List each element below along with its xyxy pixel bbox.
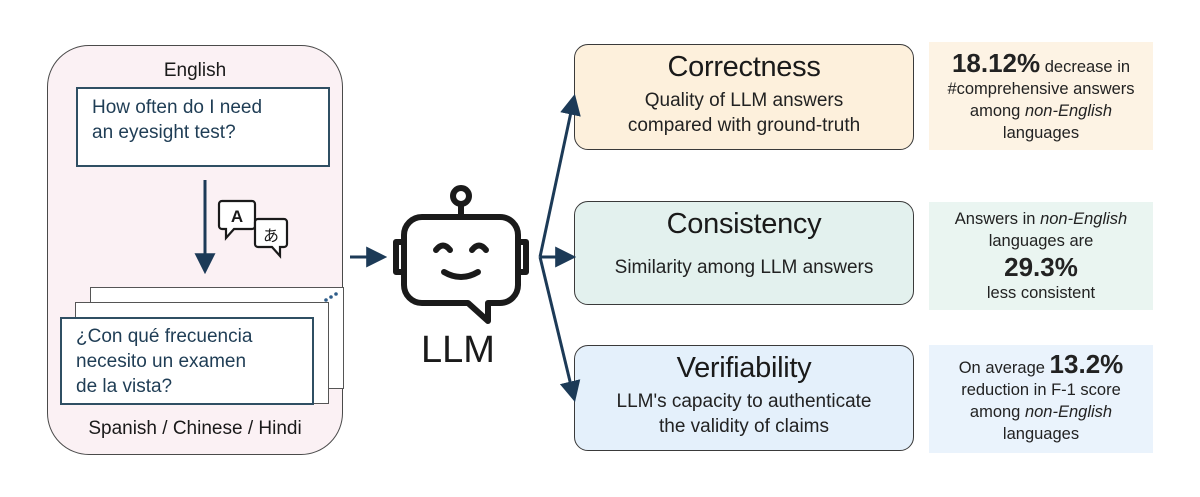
source-language-label: English [163,60,227,81]
consistency-desc-line: Similarity among LLM answers [614,257,874,278]
verifiability-desc-line: the validity of claims [658,416,829,437]
verifiability-desc-line: LLM's capacity to authenticate [616,391,872,412]
correctness-box: Correctness Quality of LLM answers compa… [574,44,914,150]
translated-question-line: de la vista? [76,376,173,397]
target-languages-label: Spanish / Chinese / Hindi [88,418,302,439]
verifiability-stat: On average 13.2% reduction in F-1 score … [929,345,1153,453]
correctness-stat-text: #comprehensive answers [947,80,1135,98]
robot-icon [393,185,529,324]
english-question-line: How often do I need [92,97,263,118]
consistency-stat-text: less consistent [986,284,1096,302]
verifiability-title: Verifiability [676,352,812,384]
correctness-desc-line: compared with ground-truth [627,115,861,136]
llm-to-correctness-arrow [538,93,581,258]
correctness-stat-text: languages [1002,124,1080,142]
verifiability-box: Verifiability LLM's capacity to authenti… [574,345,914,451]
translated-question-line: ¿Con qué frecuencia [76,326,253,347]
verifiability-stat-text: reduction in F-1 score [961,381,1121,399]
llm-label: LLM [421,329,495,371]
english-question-box: How often do I need an eyesight test? [76,87,330,167]
consistency-stat-value: 29.3% [1004,252,1078,282]
consistency-stat-text: Answers in [954,210,1036,228]
verifiability-stat-text: On average [958,359,1045,377]
more-languages-dots [324,292,338,302]
correctness-stat-text: among [969,102,1021,120]
verifiability-stat-emphasis: non-English [1024,403,1113,421]
correctness-stat-emphasis: non-English [1024,102,1113,120]
verifiability-stat-text: languages [1002,425,1080,443]
consistency-stat: Answers in non-English languages are 29.… [929,202,1153,310]
consistency-box: Consistency Similarity among LLM answers [574,201,914,305]
translated-question-box: ¿Con qué frecuencia necesito un examen d… [60,317,314,405]
correctness-stat-text: decrease in [1044,58,1131,76]
translate-glyph-a: A [231,207,243,226]
llm-to-verifiability-arrow [538,256,581,403]
correctness-stat-value: 18.12% [951,48,1041,78]
correctness-desc-line: Quality of LLM answers [644,90,844,111]
translate-glyph-ja: あ [263,226,279,245]
consistency-stat-text: languages are [988,232,1094,250]
english-question-line: an eyesight test? [92,122,236,143]
correctness-stat: 18.12% decrease in #comprehensive answer… [929,42,1153,150]
translate-icon [217,199,289,259]
consistency-stat-emphasis: non-English [1040,210,1128,228]
verifiability-stat-text: among [969,403,1021,421]
consistency-title: Consistency [666,208,822,240]
verifiability-stat-value: 13.2% [1049,349,1124,379]
correctness-title: Correctness [667,51,821,83]
translated-question-line: necesito un examen [76,351,247,372]
